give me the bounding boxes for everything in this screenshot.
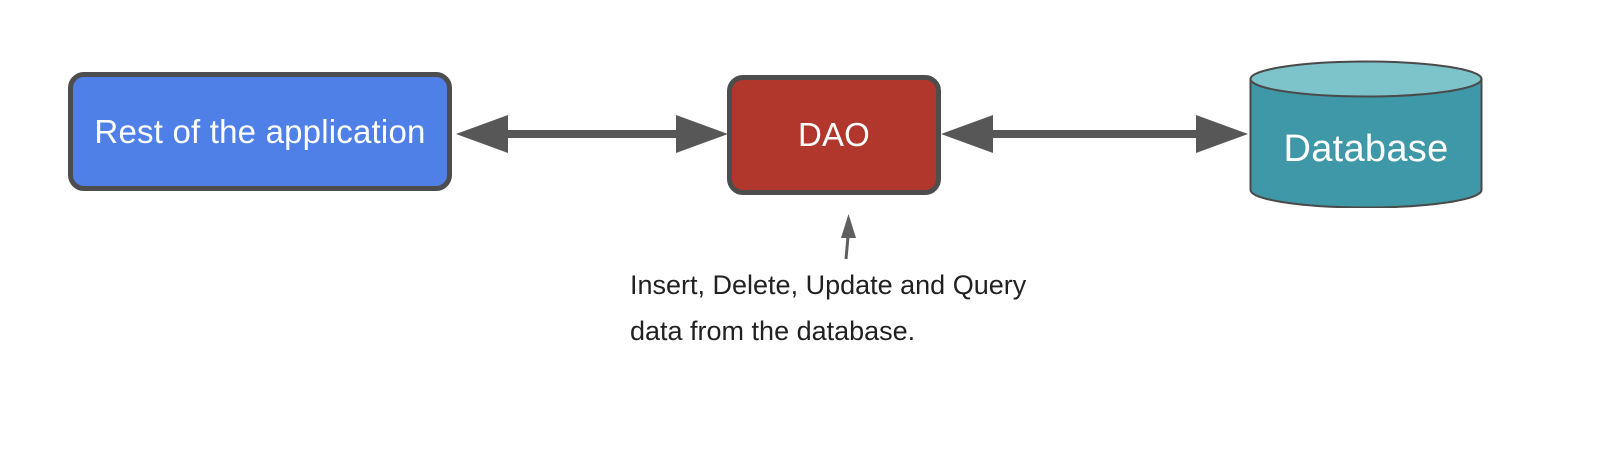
bidirectional-arrow-dao-database-icon: [941, 115, 1248, 153]
node-rest-of-application: Rest of the application: [68, 72, 452, 191]
bidirectional-arrow-app-dao-icon: [456, 115, 728, 153]
annotation-line-1: Insert, Delete, Update and Query: [630, 270, 1027, 300]
annotation-arrow-up-icon: [841, 214, 856, 260]
annotation-text: Insert, Delete, Update and Query data fr…: [630, 262, 1026, 354]
annotation-arrow-head: [841, 214, 856, 238]
bidirectional-arrow-shape: [941, 115, 1248, 153]
node-dao: DAO: [727, 75, 941, 195]
node-database-label: Database: [1283, 128, 1449, 170]
node-database-label-container: Database: [1249, 92, 1483, 207]
bidirectional-arrow-shape: [456, 115, 728, 153]
database-cylinder-icon: [1249, 60, 1483, 208]
annotation-line-2: data from the database.: [630, 316, 916, 346]
database-cylinder-body: [1249, 78, 1483, 208]
node-rest-of-application-label: Rest of the application: [94, 112, 426, 150]
database-cylinder-top: [1249, 60, 1483, 98]
node-dao-label: DAO: [797, 116, 871, 153]
